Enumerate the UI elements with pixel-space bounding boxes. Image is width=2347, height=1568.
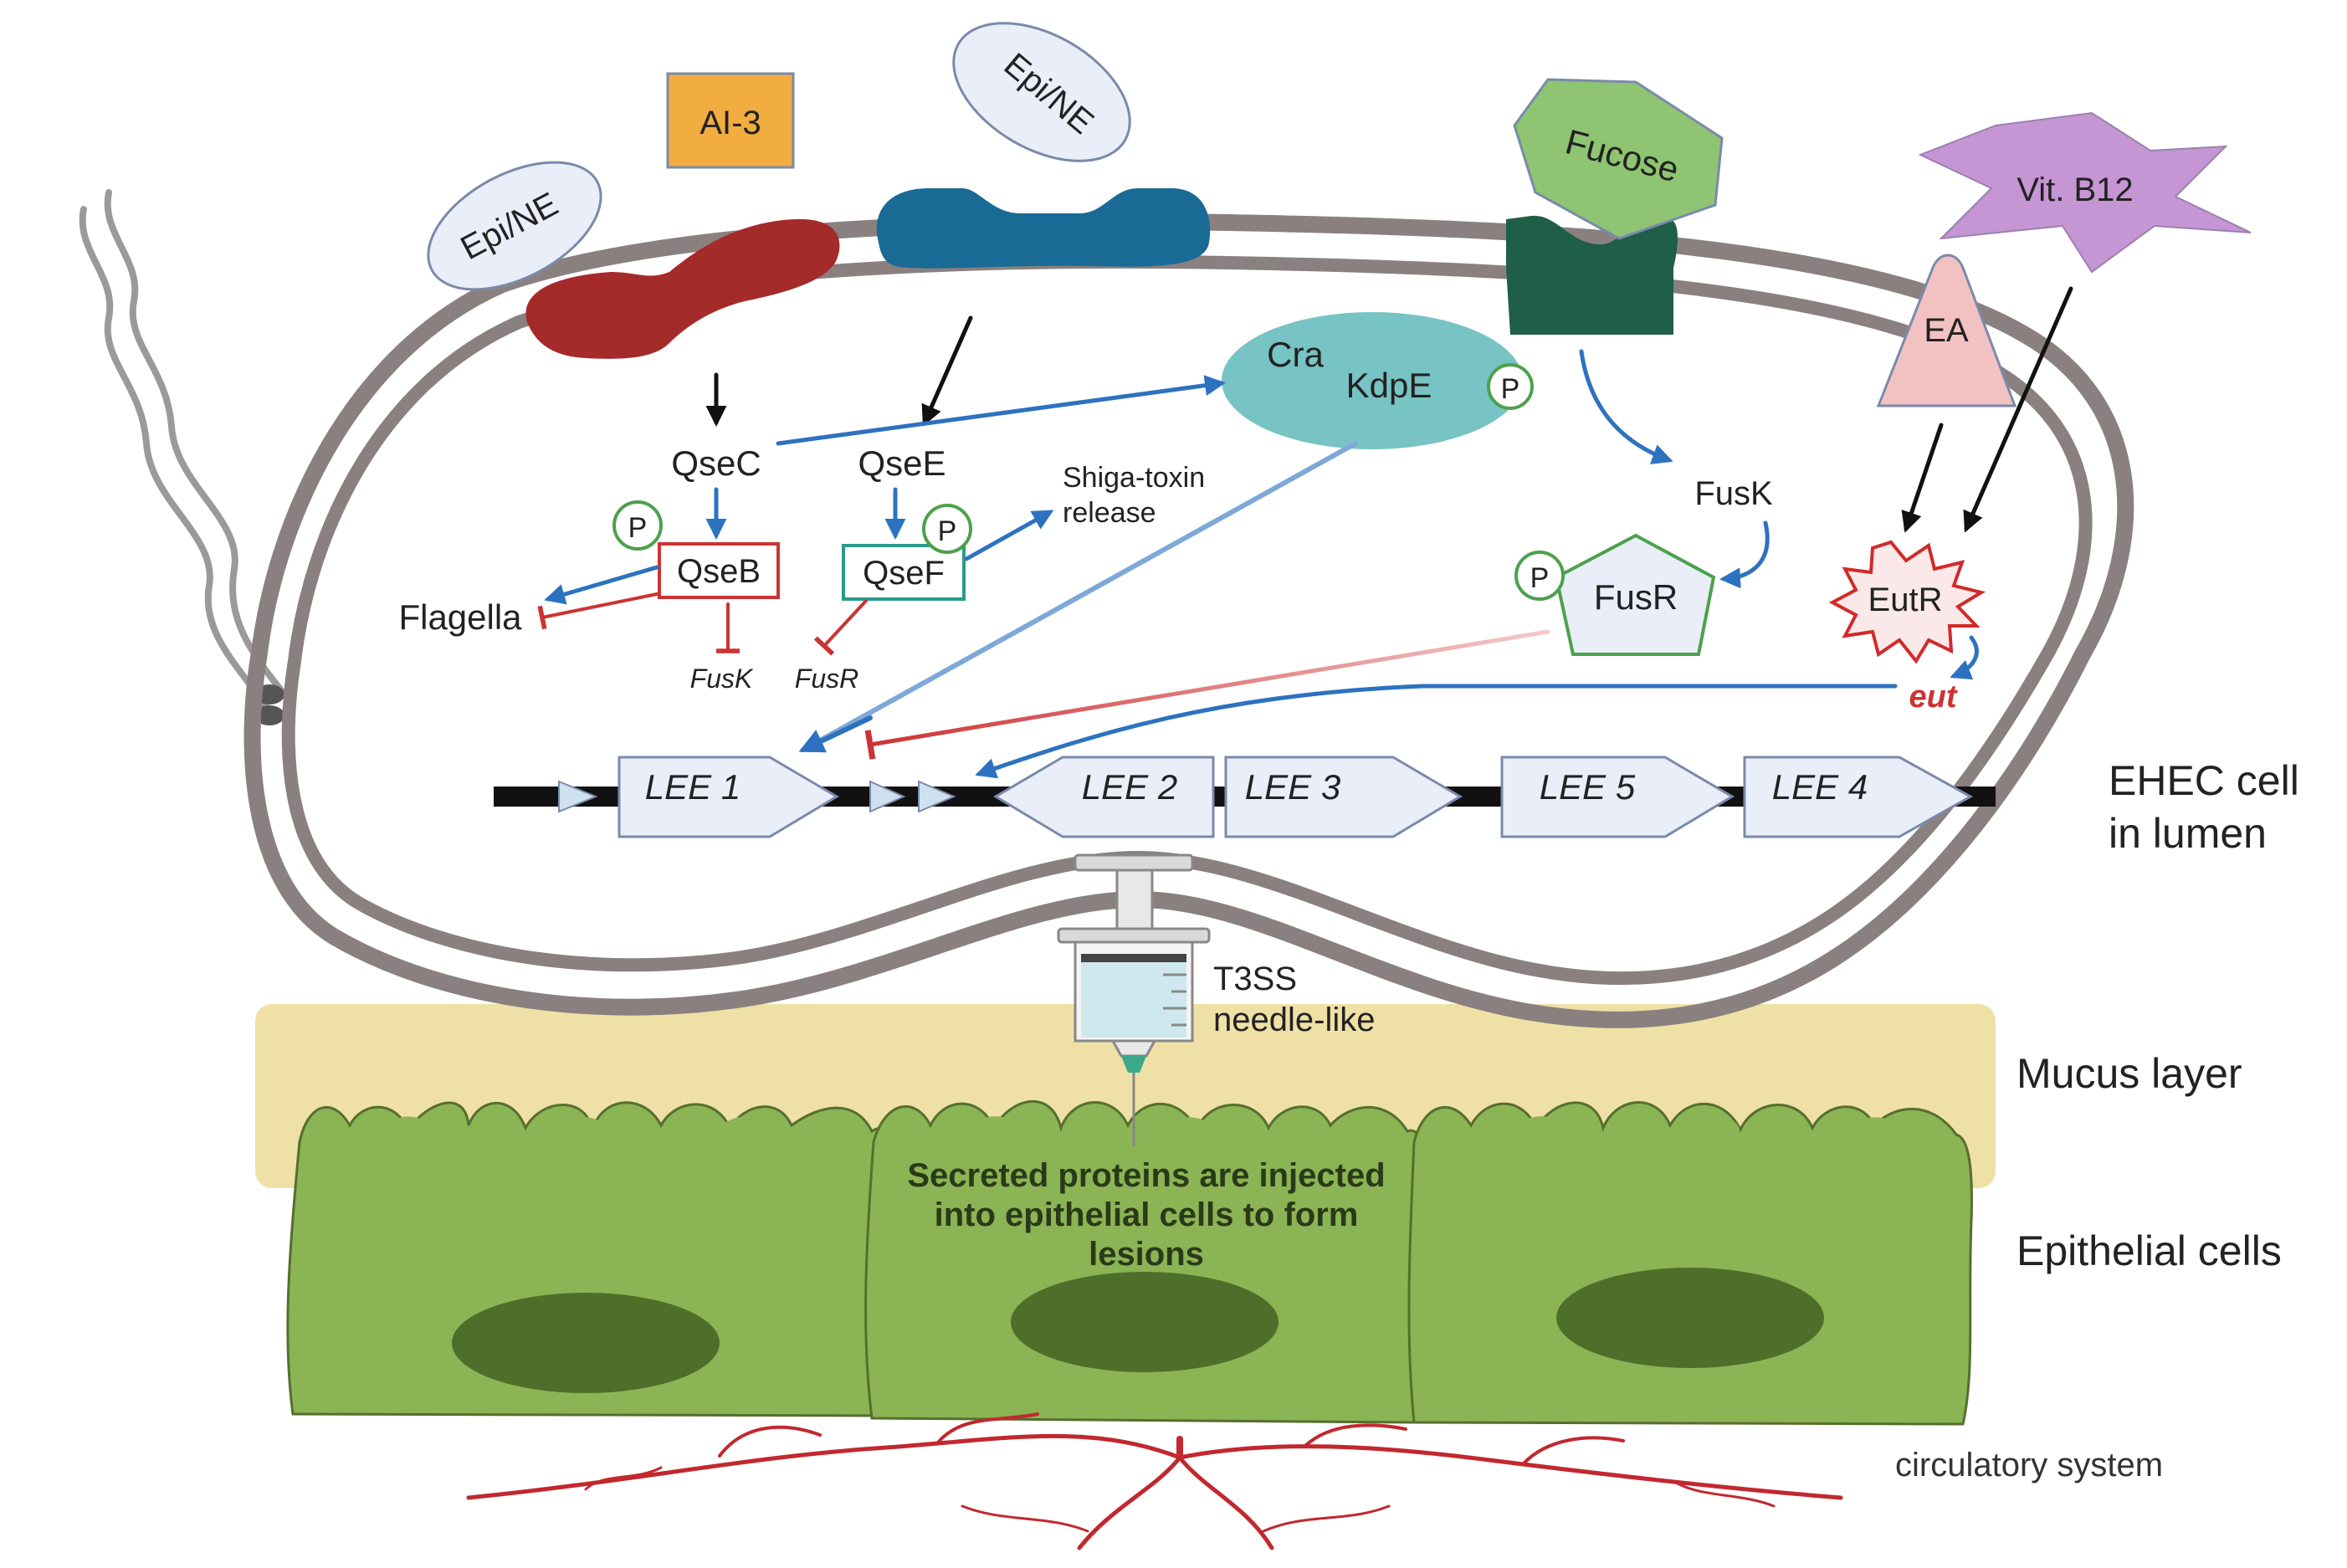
fusk-protein-label: FusK	[1694, 475, 1773, 512]
vit-b12-signal: Vit. B12	[1918, 111, 2252, 274]
lee1-label: LEE 1	[645, 767, 740, 807]
qsec-receptor	[525, 218, 840, 359]
lee2-gene: LEE 2	[993, 756, 1215, 838]
fusr-gene-label: FusR	[795, 664, 858, 694]
lee-genes: LEE 1 LEE 2 LEE 3 LEE 5 LEE 4	[617, 756, 1974, 838]
lee4-label: LEE 4	[1772, 767, 1868, 807]
secreted-caption-line1: Secreted proteins are injected	[907, 1157, 1385, 1194]
cra-label: Cra	[1267, 335, 1324, 374]
fusr-pentagon: FusR P	[1514, 533, 1716, 656]
qsef-box: QseF P	[842, 504, 972, 601]
secreted-proteins-caption: Secreted proteins are injected into epit…	[907, 1157, 1385, 1273]
lee1-gene: LEE 1	[617, 756, 839, 838]
flagellum	[79, 189, 288, 719]
lee5-label: LEE 5	[1540, 767, 1636, 807]
lee5-gene: LEE 5	[1500, 756, 1735, 838]
qsef-label: QseF	[863, 555, 945, 592]
fucose-signal: Fucose	[1513, 78, 1724, 240]
phospho-label: P	[1530, 562, 1550, 594]
lee4-gene: LEE 4	[1743, 756, 1974, 838]
blood-vessels	[466, 1412, 1843, 1550]
vit-b12-label: Vit. B12	[2016, 172, 2133, 208]
ehec-lumen-label: in lumen	[2109, 810, 2267, 857]
eutr-star: EutR	[1828, 540, 1986, 664]
mucus-layer-label: Mucus layer	[2016, 1050, 2242, 1097]
ea-signal: EA	[1876, 254, 2017, 407]
epithelial-cell	[1407, 1101, 1973, 1426]
microvilli	[366, 1116, 1899, 1178]
nucleus	[1011, 1272, 1279, 1372]
secreted-caption-line2: into epithelial cells to form	[935, 1196, 1359, 1233]
epi-ne-signal: Epi/NE	[427, 161, 602, 291]
secreted-caption-line3: lesions	[1089, 1236, 1204, 1273]
circulatory-system-label: circulatory system	[1895, 1447, 2163, 1483]
qsee-receptor	[876, 188, 1211, 269]
lee2-label: LEE 2	[1082, 767, 1177, 807]
qsec-label: QseC	[671, 443, 761, 483]
ehec-cell-label: EHEC cell	[2109, 757, 2299, 804]
t3ss-syringe	[1057, 853, 1211, 1146]
ehec-cell-envelope	[243, 213, 2134, 1028]
epi-ne-signal-top: Epi/NE	[952, 22, 1131, 162]
epithelial-layer	[286, 1100, 1973, 1426]
shiga-toxin-label: Shiga-toxin	[1063, 462, 1205, 494]
shiga-release-label: release	[1063, 497, 1156, 529]
fusk-gene-label: FusK	[690, 664, 754, 694]
phospho-label: P	[1501, 373, 1520, 405]
t3ss-label: T3SS	[1213, 961, 1297, 997]
qseb-box: QseB P	[612, 500, 780, 599]
qsee-label: QseE	[858, 443, 945, 483]
lee3-gene: LEE 3	[1224, 756, 1463, 838]
eut-gene-label: eut	[1909, 679, 1958, 715]
lee3-label: LEE 3	[1245, 767, 1340, 807]
nucleus	[452, 1293, 720, 1393]
fusr-label: FusR	[1594, 577, 1678, 617]
kdpe-label: KdpE	[1346, 366, 1432, 405]
fucose-receptor	[1506, 215, 1678, 335]
nucleus	[1556, 1268, 1824, 1368]
phospho-label: P	[628, 512, 648, 544]
flagella-label: Flagella	[398, 597, 522, 637]
ai3-label: AI-3	[699, 105, 761, 141]
epithelial-cells-label: Epithelial cells	[2016, 1227, 2282, 1274]
cra-kdpe-complex: Cra KdpE P	[1222, 312, 1534, 449]
ea-label: EA	[1924, 312, 1969, 349]
qseb-label: QseB	[677, 553, 761, 590]
ai3-signal: AI-3	[666, 72, 795, 169]
signaling-arrows	[537, 286, 2073, 779]
t3ss-needle-label: needle-like	[1213, 1002, 1375, 1038]
eutr-label: EutR	[1868, 582, 1943, 618]
phospho-label: P	[938, 515, 957, 547]
